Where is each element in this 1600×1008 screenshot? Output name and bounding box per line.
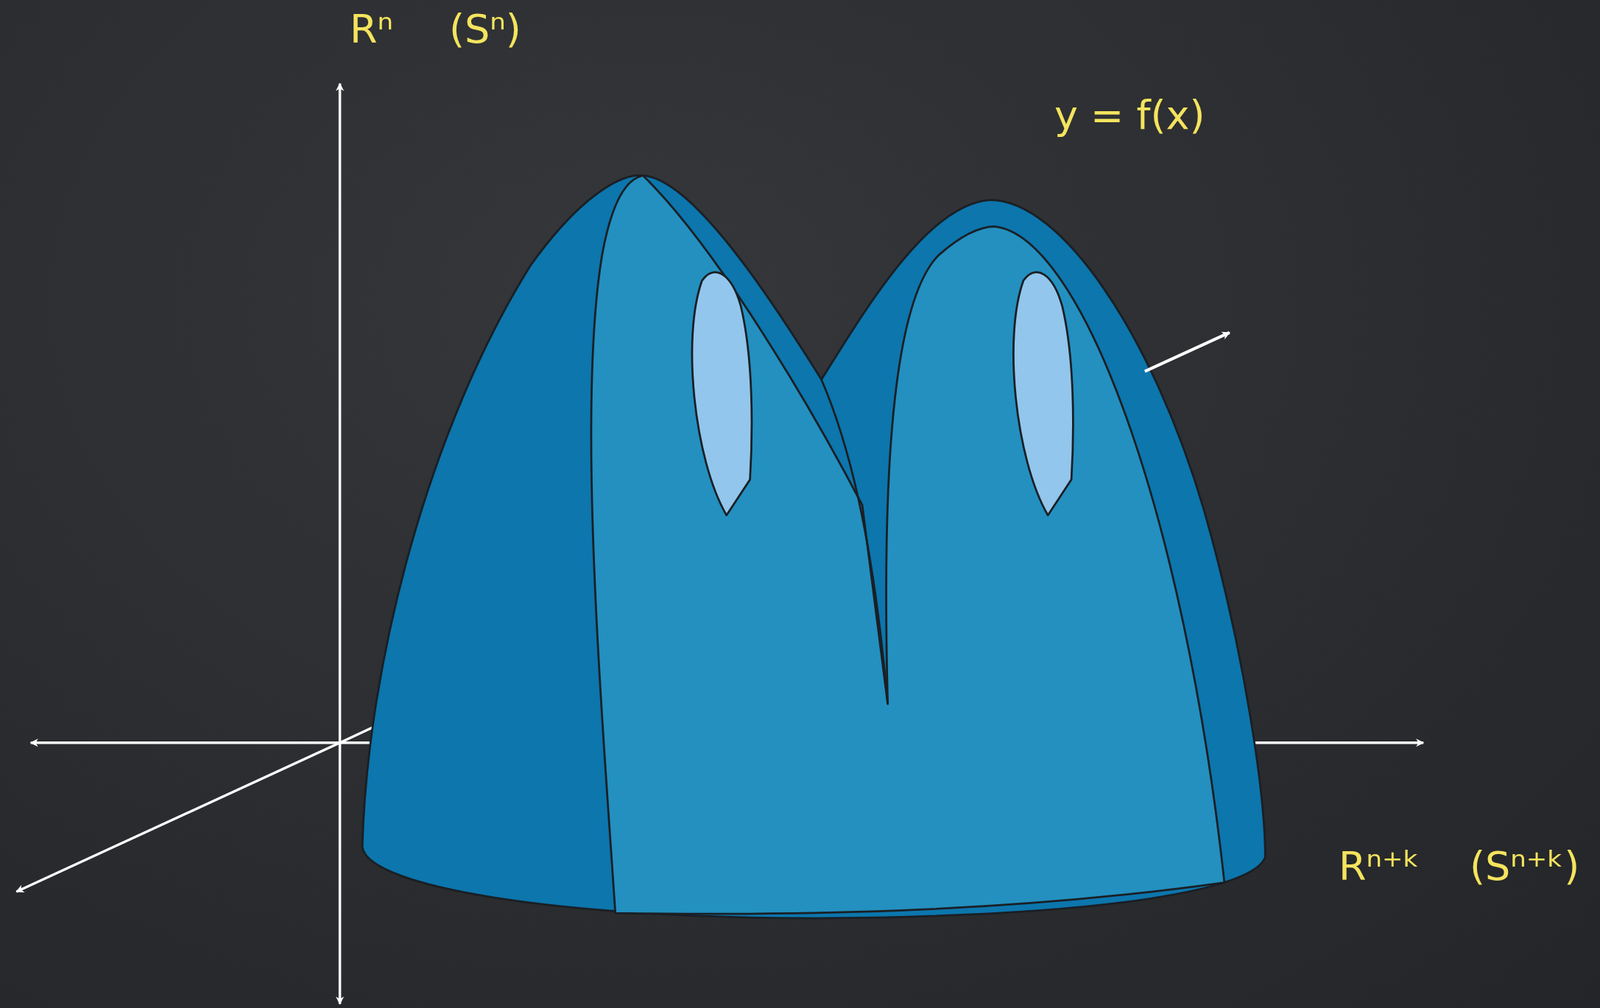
surface-silhouette (362, 175, 1265, 919)
normal-arrow (1144, 332, 1230, 372)
vertical-axis-up (338, 83, 341, 743)
horizontal-axis-left (30, 741, 341, 744)
hole-right (1013, 272, 1073, 516)
axes (16, 83, 1424, 1005)
notch-edge (821, 379, 888, 704)
vertical-axis-down (338, 742, 341, 1005)
function-label: y = f(x) (1054, 92, 1206, 140)
space-label: Rⁿ⁺ᵏ (1338, 843, 1421, 891)
space-label: Rⁿ (349, 5, 394, 54)
depth-axis (16, 742, 340, 892)
sphere-label: (Sⁿ⁺ᵏ) (1469, 843, 1580, 891)
graph-surface (362, 175, 1265, 919)
surface-front-face (591, 175, 1225, 914)
sphere-label: (Sⁿ) (449, 5, 522, 54)
hole-left (692, 272, 752, 516)
